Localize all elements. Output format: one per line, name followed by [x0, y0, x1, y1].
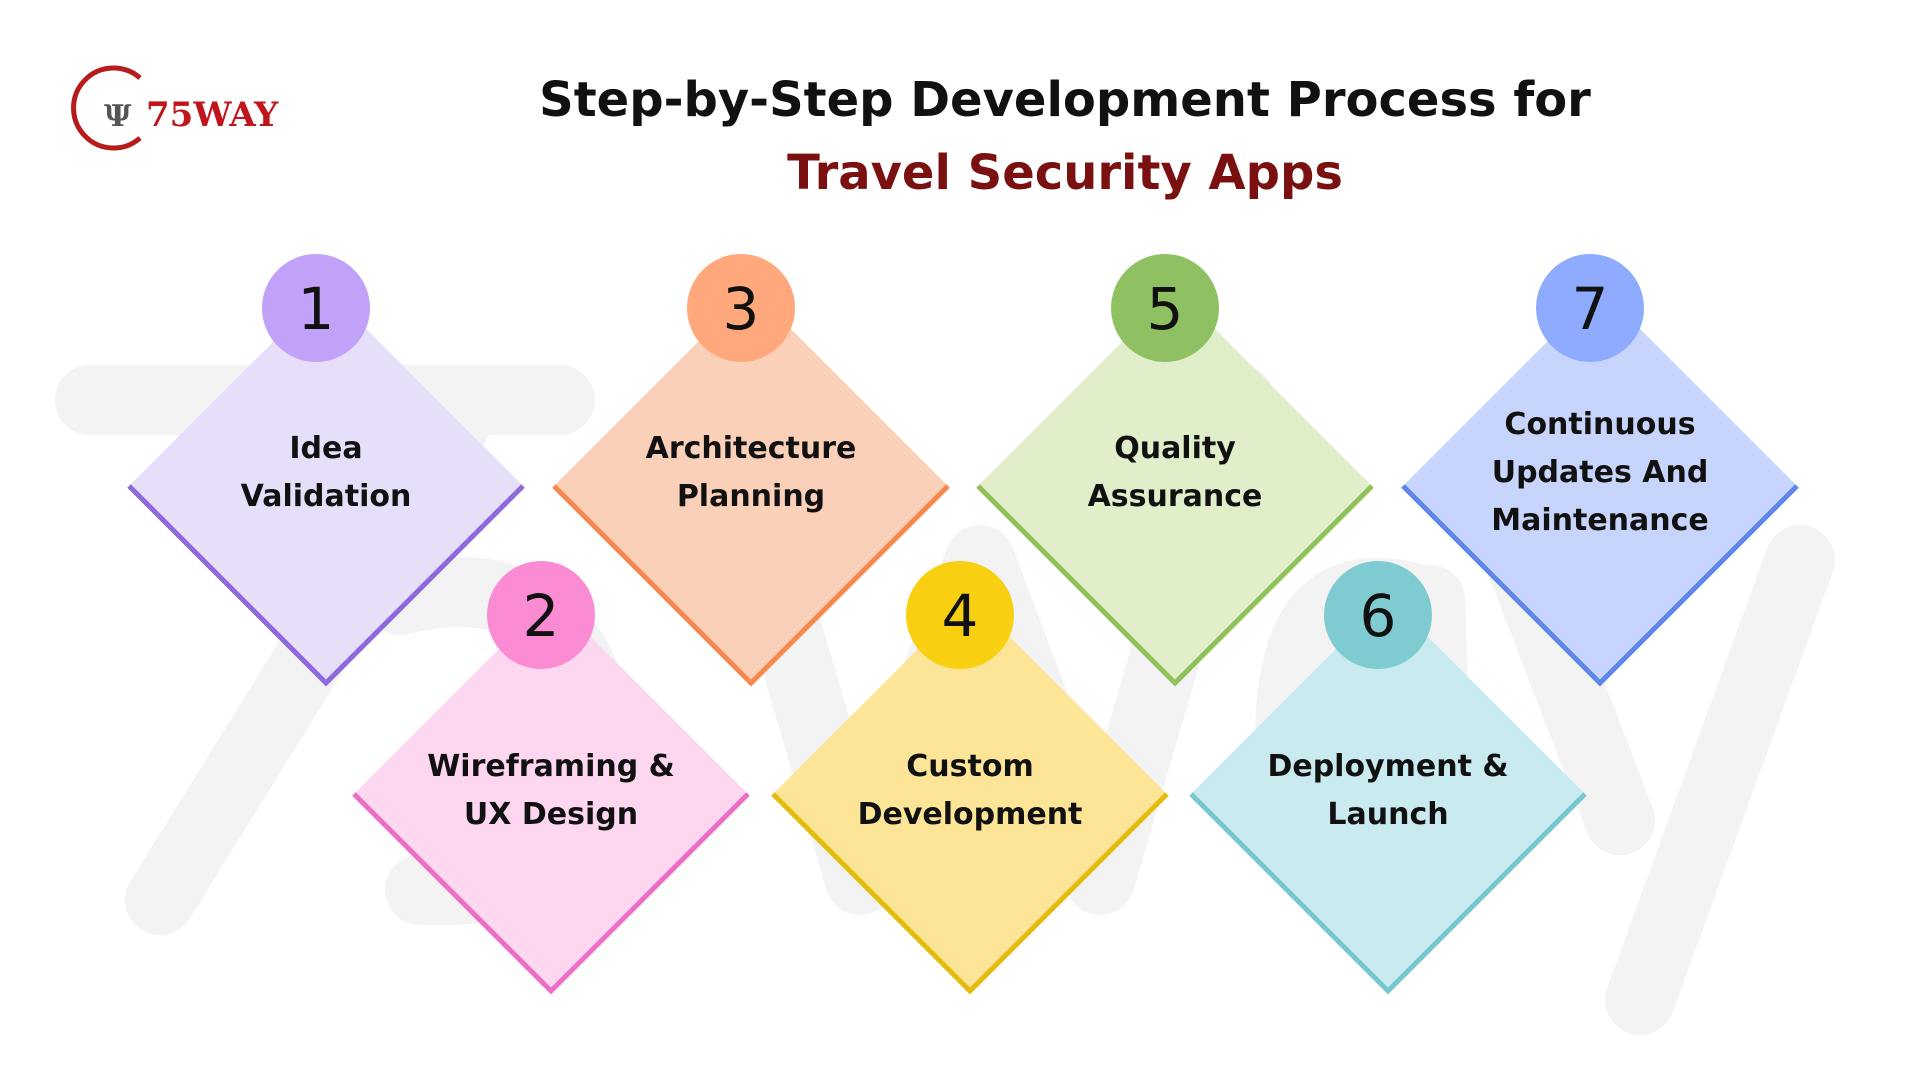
step-number: 6	[1360, 582, 1397, 650]
step-number-circle	[262, 254, 370, 362]
step-number: 7	[1572, 275, 1609, 343]
step-diamond-border	[127, 484, 525, 687]
step-label: Assurance	[1088, 479, 1263, 514]
logo-text: 75WAY	[146, 95, 279, 135]
step-label: Architecture	[646, 431, 857, 466]
step-number-circle	[487, 561, 595, 669]
step-diamond-border	[352, 792, 750, 995]
page-subtitle: Travel Security Apps	[787, 145, 1343, 201]
logo-mark-icon: Ψ	[104, 99, 132, 134]
step-label: Maintenance	[1491, 503, 1709, 538]
step-number-circle	[687, 254, 795, 362]
step-label: Planning	[677, 479, 825, 514]
step-label: Wireframing &	[427, 749, 675, 784]
step-label: Quality	[1114, 431, 1236, 466]
step-number: 2	[523, 582, 560, 650]
step-diamond-border	[976, 484, 1374, 687]
step-diamond-border	[552, 484, 950, 687]
step-number-circle	[1111, 254, 1219, 362]
step-number-circle	[1536, 254, 1644, 362]
step-label: Deployment &	[1267, 749, 1508, 784]
step-label: Development	[858, 797, 1083, 832]
step-number-circle	[1324, 561, 1432, 669]
logo-arc-icon	[71, 65, 142, 151]
step-label: Validation	[241, 479, 412, 514]
step-label: Updates And	[1492, 455, 1709, 490]
step-label: UX Design	[464, 797, 638, 832]
watermark-glyph-w	[685, 365, 1275, 915]
step-number-circle	[906, 561, 1014, 669]
step-label: Continuous	[1504, 407, 1695, 442]
step-label: Custom	[906, 749, 1033, 784]
step-diamond-border	[1401, 484, 1799, 687]
step-diamond-border	[771, 792, 1169, 995]
step-number: 4	[942, 582, 979, 650]
step-number: 1	[298, 275, 335, 343]
logo: Ψ 75WAY	[71, 65, 279, 151]
step-label: Idea	[289, 431, 362, 466]
step-label: Launch	[1327, 797, 1448, 832]
step-number: 5	[1147, 275, 1184, 343]
step-number: 3	[723, 275, 760, 343]
step-diamond-border	[1189, 792, 1587, 995]
page-title: Step-by-Step Development Process for	[539, 72, 1591, 128]
